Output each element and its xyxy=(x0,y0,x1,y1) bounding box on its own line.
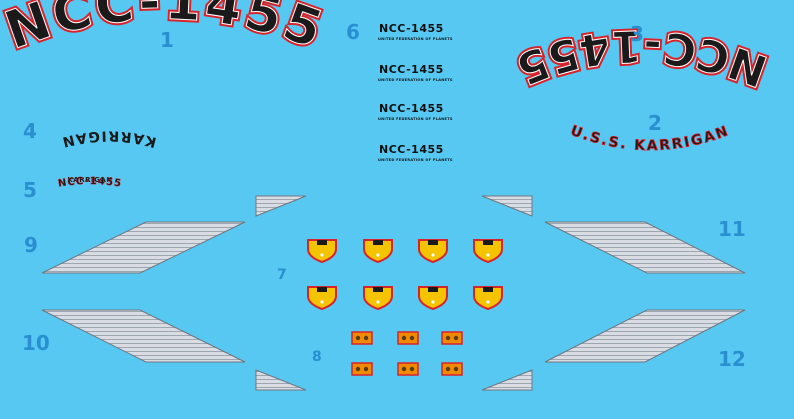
hatch-plate xyxy=(441,331,463,345)
decal-6-registry: NCC-1455 xyxy=(379,22,444,35)
decal-number-3: 3 xyxy=(630,22,644,46)
hatch-plate xyxy=(397,362,419,376)
decal-number-2: 2 xyxy=(648,111,662,135)
decal-6-federation: UNITED FEDERATION OF PLANETS xyxy=(378,117,453,121)
shield-emblem xyxy=(363,286,393,311)
decal-number-7: 7 xyxy=(277,267,287,283)
decal-number-1: 1 xyxy=(160,28,174,52)
wedge-stripe-top-right xyxy=(481,195,533,217)
decal-6-registry: NCC-1455 xyxy=(379,63,444,76)
decal-6-registry: NCC-1455 xyxy=(379,102,444,115)
shield-emblem xyxy=(363,239,393,264)
shield-emblem xyxy=(307,239,337,264)
decal-number-12: 12 xyxy=(718,347,746,371)
svg-text:KARRIGAN: KARRIGAN xyxy=(59,127,158,150)
decal-4-name: KARRIGAN xyxy=(59,127,158,150)
decal-number-4: 4 xyxy=(23,119,37,143)
decal-number-5: 5 xyxy=(23,178,37,202)
shield-emblem xyxy=(418,239,448,264)
shield-emblem xyxy=(473,286,503,311)
shield-emblem xyxy=(307,286,337,311)
hatch-plate xyxy=(441,362,463,376)
shield-emblem xyxy=(418,286,448,311)
decal-6-federation: UNITED FEDERATION OF PLANETS xyxy=(378,158,453,162)
hatch-plate xyxy=(351,331,373,345)
decal-12-stripe xyxy=(544,309,746,363)
decal-5-registry-text: NCC-1455 xyxy=(57,176,122,190)
decal-number-11: 11 xyxy=(718,217,746,241)
wedge-stripe-bottom-right xyxy=(481,369,533,391)
decal-4-name-text: KARRIGAN xyxy=(59,127,158,150)
decal-8-plates xyxy=(351,331,463,376)
shield-emblem xyxy=(473,239,503,264)
decal-7-shields xyxy=(307,239,503,311)
decal-6-federation: UNITED FEDERATION OF PLANETS xyxy=(378,37,453,41)
decal-5-name: KARRIGAN xyxy=(67,176,112,184)
wedge-stripe-top-left xyxy=(255,195,307,217)
hatch-plate xyxy=(397,331,419,345)
decal-6-federation: UNITED FEDERATION OF PLANETS xyxy=(378,78,453,82)
decal-number-9: 9 xyxy=(24,233,38,257)
decal-number-6: 6 xyxy=(346,20,360,44)
decal-number-10: 10 xyxy=(22,331,50,355)
decal-9-stripe xyxy=(41,221,246,274)
decal-number-8: 8 xyxy=(312,349,322,365)
decal-6-registry: NCC-1455 xyxy=(379,143,444,156)
decal-5-registry: NCC-1455 xyxy=(57,176,122,190)
decal-11-stripe xyxy=(544,221,746,274)
wedge-stripe-bottom-left xyxy=(255,369,307,391)
decal-10-stripe xyxy=(41,309,246,363)
hatch-plate xyxy=(351,362,373,376)
